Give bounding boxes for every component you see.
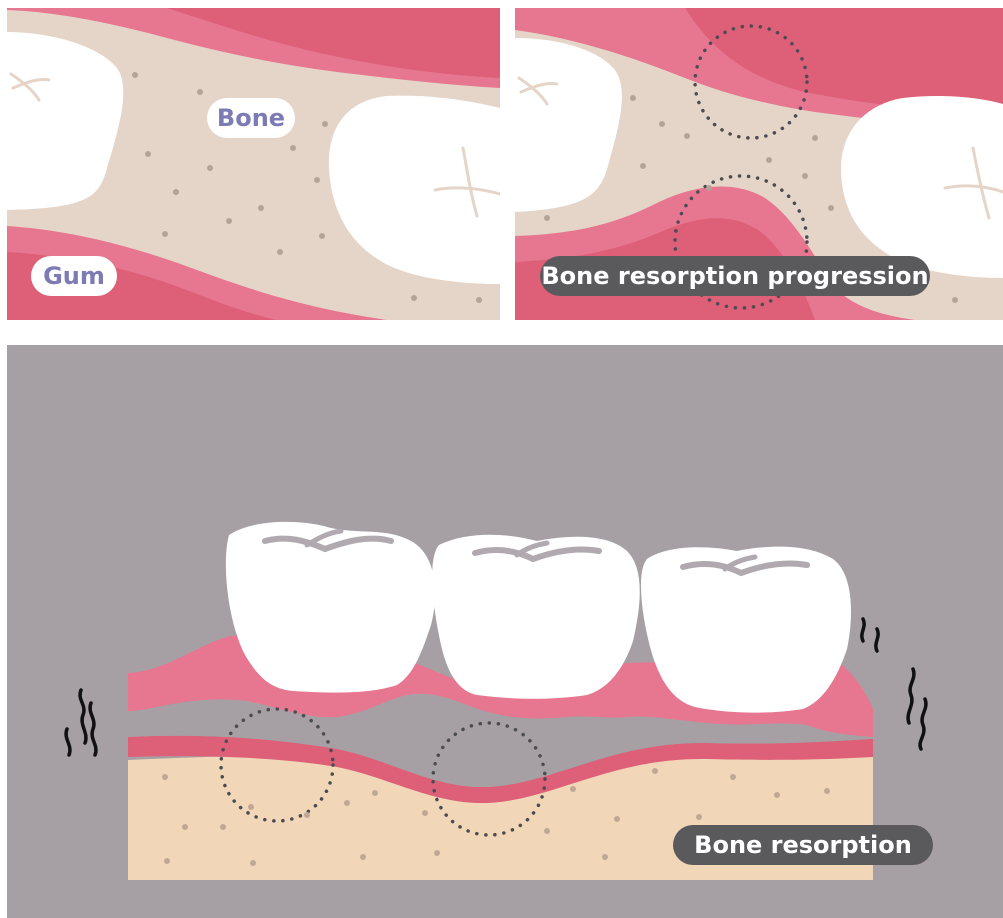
gum-label: Gum (31, 256, 117, 296)
bone-resorption-progression-label: Bone resorption progression (540, 256, 930, 296)
panel-progression: Bone resorption progression (515, 8, 1003, 320)
bone-resorption-label: Bone resorption (673, 825, 933, 865)
panel-bone-resorption: Bone resorption (7, 345, 1003, 918)
panel-healthy: Bone Gum (7, 8, 500, 320)
bone-label: Bone (207, 98, 295, 138)
